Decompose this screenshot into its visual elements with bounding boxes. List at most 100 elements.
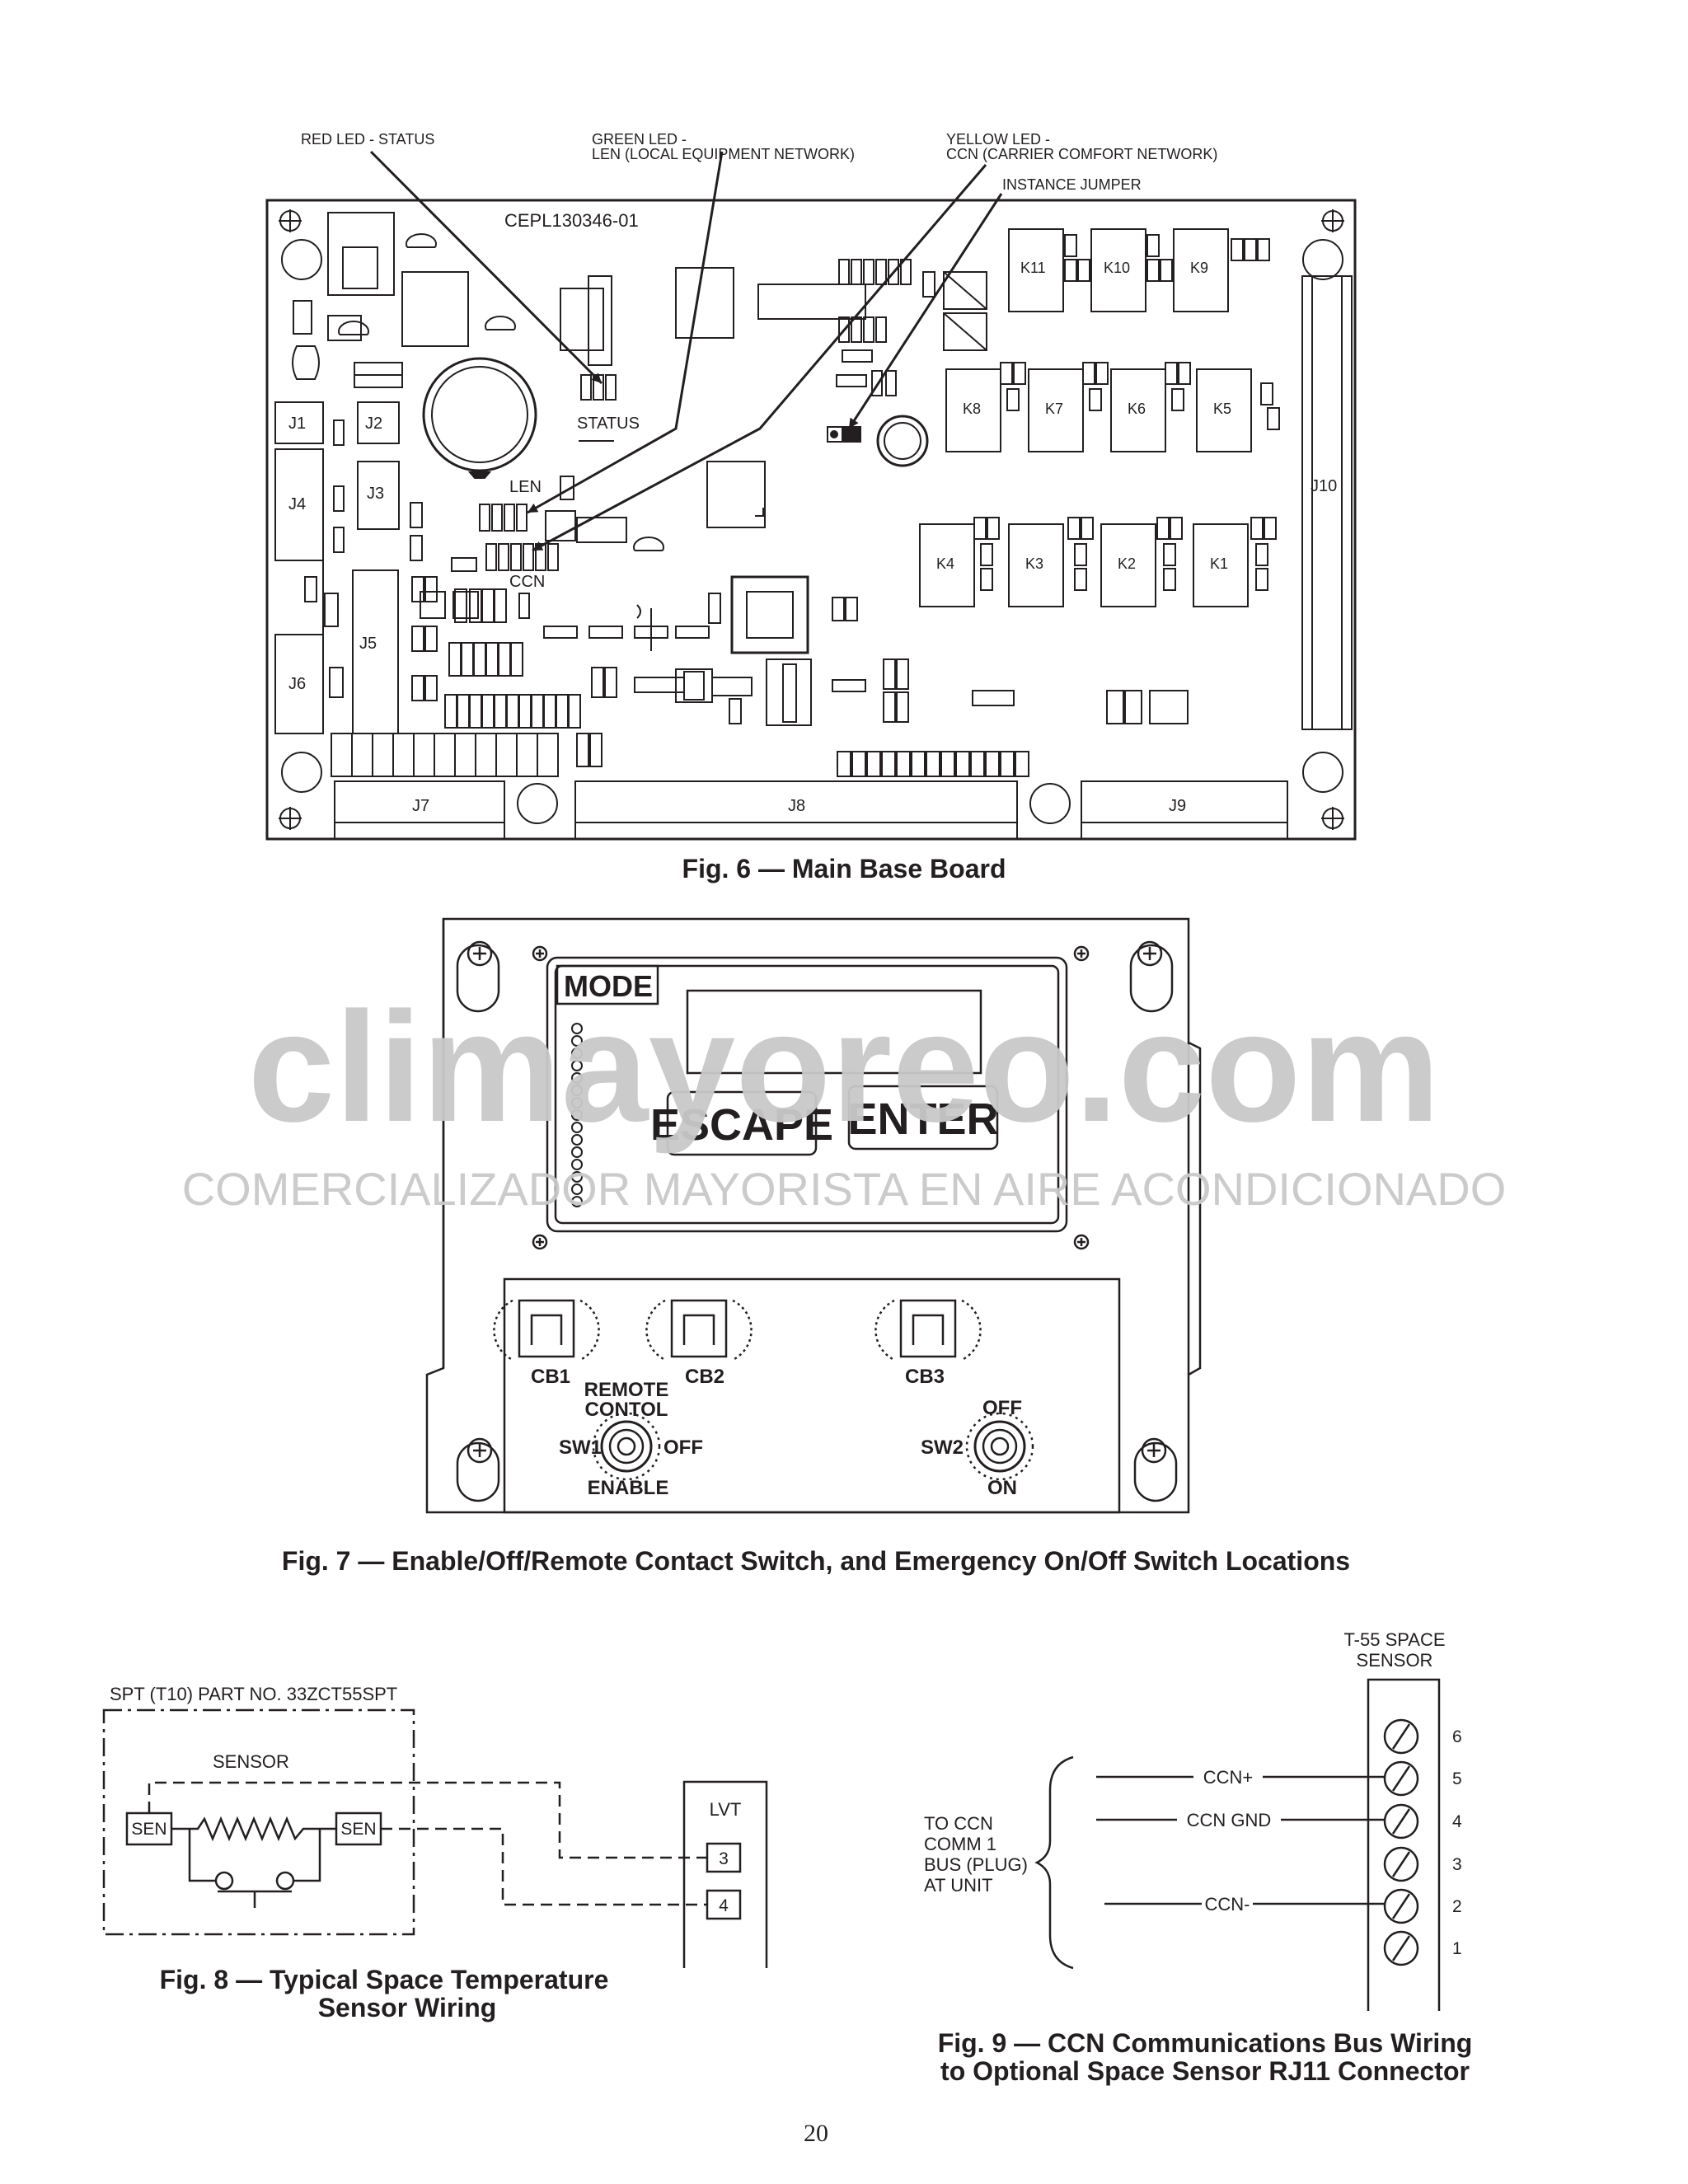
watermark-logo: climayoreo.com COMERCIALIZADOR MAYORISTA… xyxy=(182,980,1507,1215)
toggle-switch-sw2[interactable] xyxy=(965,1412,1034,1481)
callout-instance-jumper: INSTANCE JUMPER xyxy=(1002,176,1142,193)
ccn-plus-label: CCN+ xyxy=(1203,1767,1254,1788)
enable-label: ENABLE xyxy=(588,1477,669,1499)
relay-k6 xyxy=(1110,368,1166,452)
pin-label: 4 xyxy=(1452,1812,1462,1831)
sen-right-label: SEN xyxy=(340,1820,376,1839)
connector-j2 xyxy=(357,401,400,444)
ccn-minus-label: CCN- xyxy=(1205,1894,1250,1915)
relay-k4 xyxy=(919,523,975,607)
pin-label: 1 xyxy=(1452,1939,1462,1958)
bus-brace xyxy=(1034,1755,1074,1970)
circuit-breaker-icon xyxy=(493,1299,982,1361)
part-number-label: SPT (T10) PART NO. 33ZCT55SPT xyxy=(110,1684,397,1704)
sw2-on-label: ON xyxy=(987,1477,1017,1499)
relay-k2 xyxy=(1100,523,1156,607)
ccn-gnd-label: CCN GND xyxy=(1187,1810,1272,1830)
connector-j1 xyxy=(274,401,324,444)
k4-label: K4 xyxy=(936,555,954,572)
contol-label: CONTOL xyxy=(585,1399,668,1421)
terminal-3-label: 3 xyxy=(719,1849,729,1868)
j3-label: J3 xyxy=(367,485,384,503)
connector-j9 xyxy=(1081,780,1288,840)
callout-green-led-desc: LEN (LOCAL EQUIPMENT NETWORK) xyxy=(592,146,855,162)
enter-button[interactable] xyxy=(847,1085,999,1151)
connector-j3 xyxy=(357,461,400,530)
relay-k3 xyxy=(1008,523,1064,607)
len-label: LEN xyxy=(509,478,542,496)
bus-label-2: COMM 1 xyxy=(924,1834,996,1854)
bus-label-1: TO CCN xyxy=(924,1813,993,1834)
status-label: STATUS xyxy=(577,415,640,433)
fig7-control-panel xyxy=(425,917,1202,1514)
sen-left-label: SEN xyxy=(131,1820,166,1839)
connector-j10 xyxy=(1301,275,1353,730)
led-indicator-icon xyxy=(571,1023,583,1207)
remote-label: REMOTE xyxy=(584,1379,669,1401)
sw1-label: SW1 xyxy=(559,1436,602,1459)
lvt-label: LVT xyxy=(710,1799,742,1820)
relay-k9 xyxy=(1173,228,1229,312)
screw-icon xyxy=(467,940,1167,1464)
board-outline xyxy=(265,199,1357,841)
capacitor-small-icon xyxy=(876,415,929,467)
j4-label: J4 xyxy=(288,495,306,513)
display-bezel xyxy=(546,956,1068,1233)
bus-label-4: AT UNIT xyxy=(924,1875,993,1896)
thermistor-icon xyxy=(171,1816,336,1842)
sw2-label: SW2 xyxy=(921,1436,964,1459)
connector-j8 xyxy=(574,780,1018,840)
fig9-text: T-55 SPACE SENSOR TO CCN COMM 1 BUS (PLU… xyxy=(924,1629,1472,2086)
escape-button[interactable] xyxy=(666,1090,818,1156)
j8-label: J8 xyxy=(788,797,805,815)
mode-label-box xyxy=(556,964,659,1005)
relay-k7 xyxy=(1028,368,1084,452)
pin-label: 5 xyxy=(1452,1769,1462,1788)
sw2-off-label: OFF xyxy=(982,1397,1022,1419)
sensor-housing xyxy=(102,1708,415,1936)
k2-label: K2 xyxy=(1118,555,1136,572)
fig7-text: MODE ESCAPE ENTER CB1 CB2 CB3 REMOTE CON… xyxy=(282,969,1350,1576)
fig6-text: RED LED - STATUS GREEN LED - LEN (LOCAL … xyxy=(288,131,1337,883)
callout-green-led: GREEN LED - xyxy=(592,131,687,148)
fig6-main-base-board xyxy=(265,199,1357,841)
rj11-connector xyxy=(1367,1678,1441,2011)
relay-k1 xyxy=(1193,523,1249,607)
callout-yellow-led-desc: CCN (CARRIER COMFORT NETWORK) xyxy=(946,146,1217,162)
j10-label: J10 xyxy=(1311,477,1337,495)
page-number: 20 xyxy=(804,2120,828,2147)
lcd-display xyxy=(686,989,982,1075)
pin-header xyxy=(331,733,1029,777)
enter-label: ENTER xyxy=(847,1094,998,1144)
relay-k8 xyxy=(945,368,1001,452)
cb2-label: CB2 xyxy=(685,1366,724,1388)
k6-label: K6 xyxy=(1128,401,1146,417)
mode-label: MODE xyxy=(564,969,653,1003)
relay-k10 xyxy=(1090,228,1146,312)
watermark-subtitle: COMERCIALIZADOR MAYORISTA EN AIRE ACONDI… xyxy=(182,1163,1507,1215)
terminal-screw-icon xyxy=(1383,1718,1419,1966)
sensor-label: SENSOR xyxy=(213,1751,289,1772)
fig6-caption: Fig. 6 — Main Base Board xyxy=(682,854,1006,883)
j9-label: J9 xyxy=(1169,797,1186,815)
connector-j7 xyxy=(334,780,505,840)
relay-k11 xyxy=(1008,228,1064,312)
k5-label: K5 xyxy=(1213,401,1231,417)
relay-k5 xyxy=(1196,368,1252,452)
escape-label: ESCAPE xyxy=(650,1100,833,1150)
k9-label: K9 xyxy=(1190,260,1208,276)
board-id: CEPL130346-01 xyxy=(504,210,639,231)
k7-label: K7 xyxy=(1045,401,1063,417)
j5-label: J5 xyxy=(359,635,377,653)
pin-label: 6 xyxy=(1452,1727,1462,1746)
k1-label: K1 xyxy=(1210,555,1228,572)
toggle-switch-sw1[interactable] xyxy=(592,1412,661,1481)
capacitor-icon xyxy=(422,357,537,472)
k11-label: K11 xyxy=(1020,260,1046,276)
fig9-ccn-bus-wiring xyxy=(1034,1678,1441,2011)
fig9-caption-line1: Fig. 9 — CCN Communications Bus Wiring xyxy=(938,2028,1473,2058)
sw1-off-label: OFF xyxy=(663,1436,703,1459)
k3-label: K3 xyxy=(1025,555,1043,572)
mounting-hole-icon xyxy=(279,209,1344,830)
